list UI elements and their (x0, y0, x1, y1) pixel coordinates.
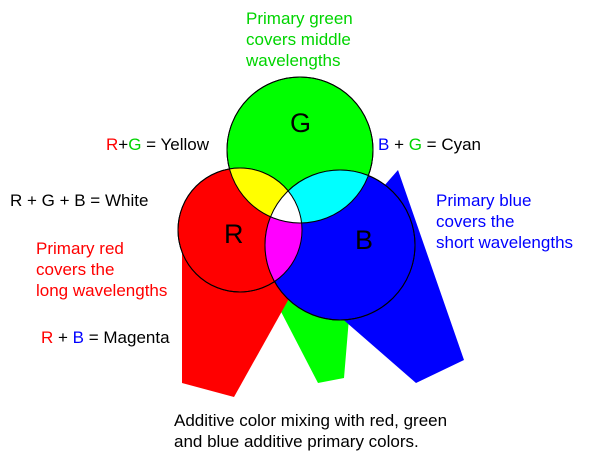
cyan-eq-result: = Cyan (421, 135, 482, 154)
blue-circle-outline (264, 169, 416, 321)
green-primary-line-1: Primary green (246, 9, 353, 28)
caption-line-2: and blue additive primary colors. (174, 432, 419, 451)
green-circle-letter: G (290, 108, 311, 138)
green-primary-label: Primary green covers middle wavelengths (246, 8, 376, 71)
cyan-eq-b: B (378, 135, 390, 154)
blue-circle-letter: B (355, 225, 373, 255)
green-primary-line-2: covers middle (246, 30, 351, 49)
blue-primary-line-2: covers the (436, 212, 515, 231)
magenta-eq-r: R (41, 328, 54, 347)
yellow-eq-plus: + (118, 135, 129, 154)
caption: Additive color mixing with red, green an… (174, 410, 474, 452)
yellow-overlap (227, 168, 302, 223)
yellow-eq-g: G (128, 135, 142, 154)
cyan-eq-g: G (408, 135, 422, 154)
magenta-eq-plus: + (53, 328, 73, 347)
yellow-eq-r: R (106, 135, 119, 154)
magenta-equation: R + B = Magenta (41, 327, 170, 348)
yellow-equation: R+G = Yellow (106, 134, 209, 155)
blue-primary-line-1: Primary blue (436, 191, 532, 210)
red-primary-label: Primary red covers the long wavelengths (36, 238, 186, 301)
magenta-eq-result: = Magenta (84, 328, 170, 347)
red-primary-line-3: long wavelengths (36, 281, 168, 300)
blue-primary-line-3: short wavelengths (436, 233, 574, 252)
red-primary-line-1: Primary red (36, 239, 124, 258)
magenta-eq-b: B (72, 328, 84, 347)
green-circle-outline (226, 76, 374, 224)
white-equation: R + G + B = White (10, 191, 149, 210)
green-primary-line-3: wavelengths (246, 51, 341, 70)
blue-primary-label: Primary blue covers the short wavelength… (436, 190, 596, 253)
red-primary-line-2: covers the (36, 260, 115, 279)
cyan-overlap (265, 170, 373, 223)
red-circle-outline (177, 167, 303, 293)
red-circle-letter: R (224, 219, 244, 249)
yellow-eq-result: = Yellow (141, 135, 210, 154)
cyan-equation: B + G = Cyan (378, 134, 481, 155)
caption-line-1: Additive color mixing with red, green (174, 411, 448, 430)
cyan-eq-plus: + (389, 135, 409, 154)
